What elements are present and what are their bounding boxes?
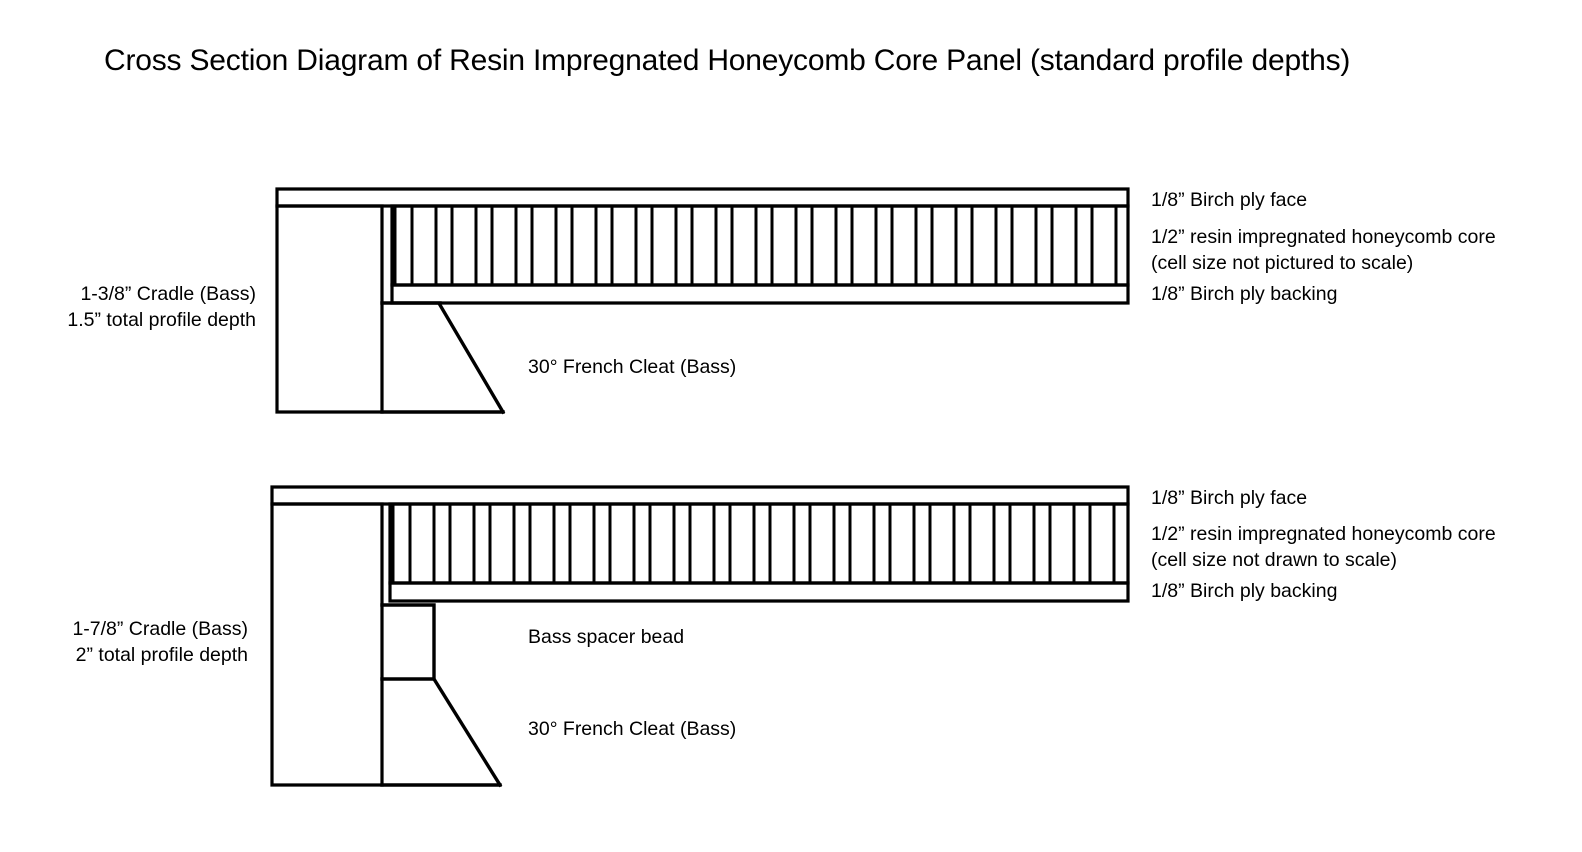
bottom-cradle-block	[270, 502, 384, 787]
bottom-bass-spacer-bead-label: Bass spacer bead	[528, 626, 685, 648]
bottom-honeycomb-core-label: 1/2” resin impregnated honeycomb core	[1151, 523, 1496, 545]
bottom-honeycomb-cell-walls	[391, 505, 1116, 582]
top-left-label-group: 1-3/8” Cradle (Bass) 1.5” total profile …	[0, 281, 256, 333]
top-panel-group	[275, 187, 1130, 415]
bottom-birch-ply-backing	[388, 581, 1130, 603]
top-honeycomb-core-label-group: 1/2” resin impregnated honeycomb core (c…	[1151, 224, 1496, 276]
top-cradle-block	[275, 204, 384, 414]
top-cradle-size-label: 1-3/8” Cradle (Bass)	[80, 283, 256, 305]
bottom-honeycomb-core-scale-note: (cell size not drawn to scale)	[1151, 549, 1398, 571]
page-title: Cross Section Diagram of Resin Impregnat…	[104, 44, 1351, 77]
top-profile-depth-label: 1.5” total profile depth	[67, 309, 256, 331]
top-french-cleat-label: 30° French Cleat (Bass)	[528, 356, 737, 378]
bottom-birch-ply-face	[270, 485, 1130, 506]
top-honeycomb-core-scale-note: (cell size not pictured to scale)	[1151, 252, 1414, 274]
bottom-french-cleat	[380, 676, 503, 788]
top-honeycomb-cell-walls	[393, 207, 1118, 284]
bottom-birch-ply-backing-label: 1/8” Birch ply backing	[1151, 580, 1338, 602]
top-birch-ply-face	[275, 187, 1130, 208]
bottom-profile-depth-label: 2” total profile depth	[75, 644, 248, 666]
top-birch-ply-backing-label: 1/8” Birch ply backing	[1151, 283, 1338, 305]
bottom-cradle-size-label: 1-7/8” Cradle (Bass)	[72, 618, 248, 640]
bottom-birch-ply-face-label: 1/8” Birch ply face	[1151, 487, 1308, 509]
top-honeycomb-core	[390, 204, 1130, 287]
top-honeycomb-core-label: 1/2” resin impregnated honeycomb core	[1151, 226, 1496, 248]
top-birch-ply-face-label: 1/8” Birch ply face	[1151, 189, 1308, 211]
bottom-bass-spacer-bead	[380, 603, 436, 681]
bottom-french-cleat-label: 30° French Cleat (Bass)	[528, 718, 737, 740]
bottom-honeycomb-core-label-group: 1/2” resin impregnated honeycomb core (c…	[1151, 521, 1496, 573]
top-french-cleat	[380, 301, 506, 415]
bottom-honeycomb-core	[388, 502, 1130, 585]
bottom-left-label-group: 1-7/8” Cradle (Bass) 2” total profile de…	[0, 616, 248, 668]
bottom-panel-group	[270, 485, 1130, 788]
top-birch-ply-backing	[390, 283, 1130, 305]
